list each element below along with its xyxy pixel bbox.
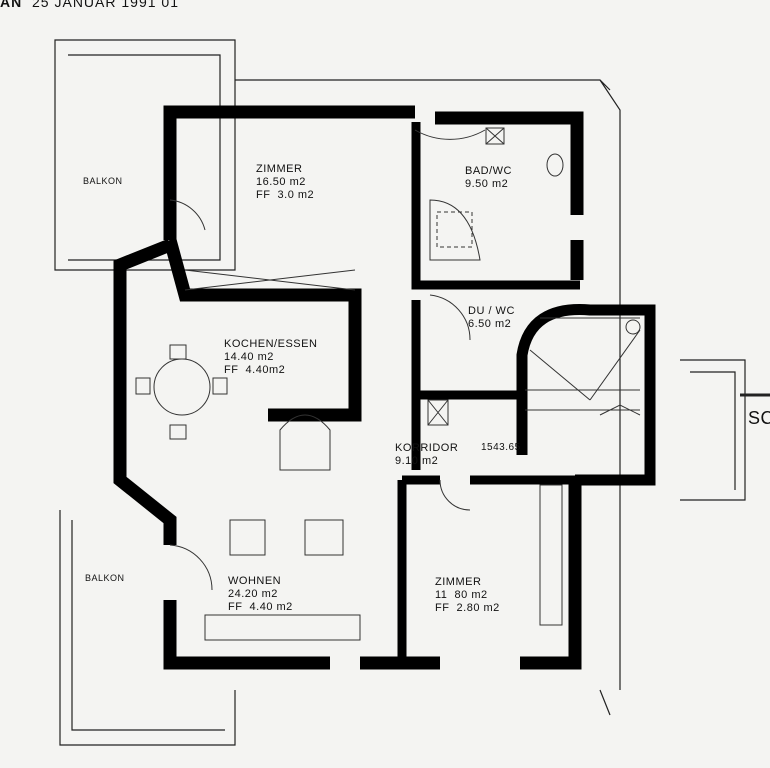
room-area: 9.10 m2: [395, 455, 439, 467]
plan-header: AN 25 JANUAR 1991 01: [0, 0, 179, 10]
room-name: DU / WC: [468, 305, 515, 317]
room-ff: FF 4.40m2: [224, 364, 286, 376]
balcony-label-bottom: BALKON: [85, 573, 125, 583]
room-name: KOCHEN/ESSEN: [224, 338, 318, 350]
title-fragment: AN: [0, 0, 23, 10]
room-area: 14.40 m2: [224, 351, 274, 363]
room-area: 9.50 m2: [465, 178, 509, 190]
elevation-label: 1543.65: [481, 442, 521, 453]
room-name: ZIMMER: [256, 163, 303, 175]
room-name: ZIMMER: [435, 576, 482, 588]
room-area: 6.50 m2: [468, 318, 512, 330]
balcony-top: [54, 39, 236, 271]
balcony-label-top: BALKON: [83, 176, 123, 186]
plan-date: 25 JANUAR 1991 01: [32, 0, 179, 10]
room-name: BAD/WC: [465, 165, 512, 177]
edge-label: SC: [748, 408, 770, 428]
walls: [113, 105, 656, 670]
balcony-bottom: [59, 510, 236, 746]
roof-outline: [235, 79, 621, 716]
room-ff: FF 3.0 m2: [256, 189, 315, 201]
room-ff: FF 2.80 m2: [435, 602, 500, 614]
room-area: 11 80 m2: [435, 589, 488, 601]
fixtures: [135, 127, 641, 641]
balconies: [54, 39, 770, 746]
room-name: KORRIDOR: [395, 442, 459, 454]
room-area: 16.50 m2: [256, 176, 306, 188]
room-ff: FF 4.40 m2: [228, 601, 293, 613]
room-area: 24.20 m2: [228, 588, 278, 600]
dormer-outline: [680, 359, 746, 501]
room-name: WOHNEN: [228, 575, 282, 587]
